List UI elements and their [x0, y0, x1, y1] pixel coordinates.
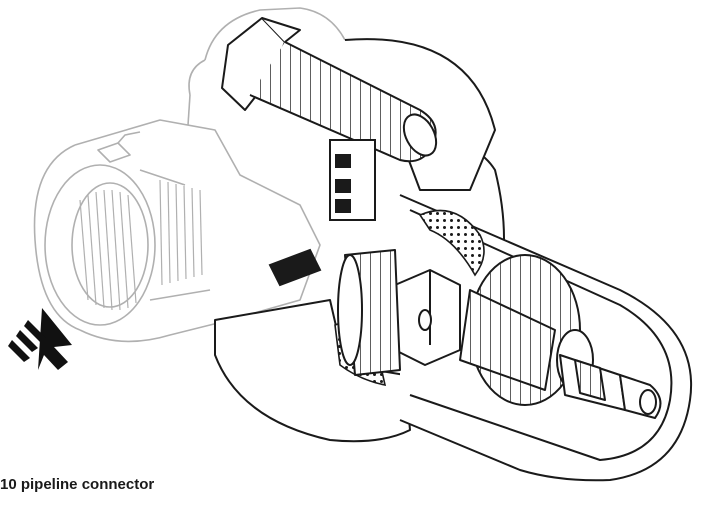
flow-arrow-icon — [8, 308, 72, 370]
ghost-inlet-outer-threads — [159, 179, 203, 286]
top-bolt — [221, 17, 438, 163]
outlet-fitting — [559, 354, 662, 419]
hex-nut — [394, 269, 461, 366]
perforated-screen-top — [418, 209, 485, 277]
figure-caption: 10 pipeline connector — [0, 476, 155, 493]
seal-block — [268, 139, 376, 287]
ghost-inlet-fitting — [33, 119, 321, 343]
threaded-neck — [337, 249, 401, 376]
ghost-housing-outline — [187, 7, 346, 126]
ghost-inlet-threads — [79, 189, 137, 311]
